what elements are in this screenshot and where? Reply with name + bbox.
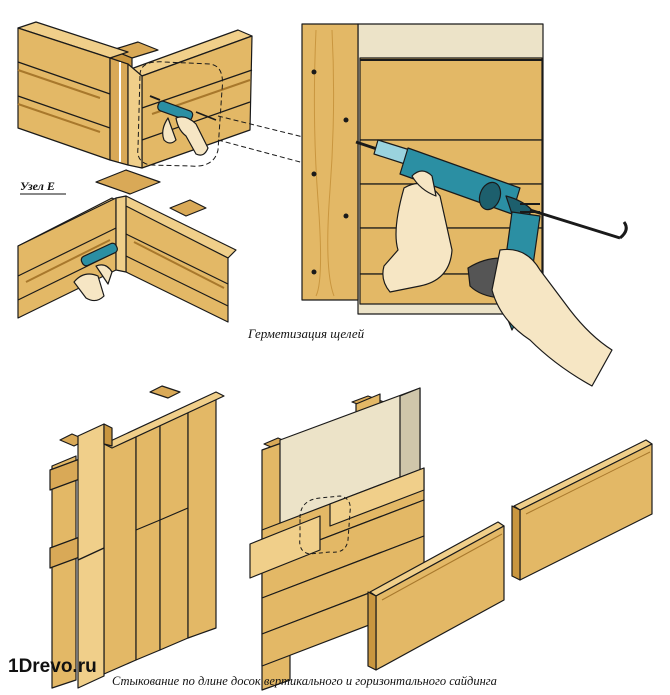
horizontal-siding-joint-illustration [249,387,425,691]
vertical-siding-joint-illustration [49,385,225,689]
hand-icon [382,170,613,387]
large-sealing-view [301,23,628,387]
site-logo: 1Drevo.ru [8,656,97,677]
caulking-gun-icon [149,95,217,122]
hand-icon [162,116,209,156]
joining-caption: Стыкование по длине досок вертикального … [112,674,497,688]
loose-siding-boards [367,439,653,671]
inner-corner-sealing-illustration [17,169,237,323]
node-label: Узел Е [20,179,55,193]
outer-corner-sealing-illustration [17,21,253,169]
sealing-caption: Герметизация щелей [248,326,365,341]
